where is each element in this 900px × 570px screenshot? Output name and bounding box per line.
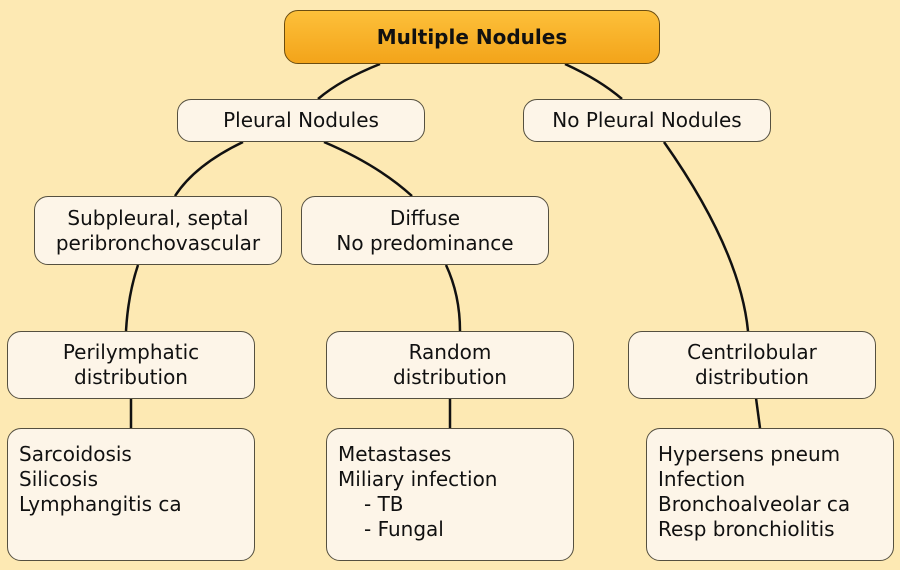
list-item: Infection [658, 467, 746, 491]
list-item: Silicosis [19, 467, 98, 491]
subpleural-line-1: Subpleural, septal [67, 205, 249, 230]
root-node-multiple-nodules: Multiple Nodules [284, 10, 660, 64]
list-item: Bronchoalveolar ca [658, 492, 851, 516]
diffuse-line-1: Diffuse [389, 205, 461, 230]
list-item: Metastases [338, 442, 452, 466]
list-item: Miliary infection [338, 467, 498, 491]
node-random-distribution: Random distribution [326, 331, 574, 399]
perilymphatic-line-2: distribution [74, 365, 188, 389]
list-subitem: - Fungal [364, 517, 444, 541]
list-item: Lymphangitis ca [19, 492, 182, 516]
list-item: Sarcoidosis [19, 442, 132, 466]
list-item: Hypersens pneum [658, 442, 841, 466]
root-label: Multiple Nodules [376, 24, 568, 49]
connector-centrilobular-to-list [754, 397, 762, 429]
diffuse-line-2: No predominance [336, 230, 514, 255]
pleural-label: Pleural Nodules [223, 108, 379, 132]
connector-root-to-pleural [317, 62, 381, 100]
list-centrilobular-differentials: Hypersens pneum Infection Bronchoalveola… [646, 428, 894, 561]
node-no-pleural-nodules: No Pleural Nodules [523, 99, 771, 142]
random-line-2: distribution [393, 365, 507, 389]
connector-pleural-to-diffuse [323, 140, 413, 197]
node-diffuse: Diffuse No predominance [301, 196, 549, 265]
centrilobular-line-1: Centrilobular [687, 340, 817, 364]
node-subpleural-septal: Subpleural, septal peribronchovascular [34, 196, 282, 265]
centrilobular-line-2: distribution [695, 365, 809, 389]
list-perilymphatic-differentials: Sarcoidosis Silicosis Lymphangitis ca [7, 428, 255, 561]
random-line-1: Random [408, 340, 492, 364]
connector-root-to-no-pleural [564, 62, 623, 100]
node-pleural-nodules: Pleural Nodules [177, 99, 425, 142]
connector-subpleural-to-perilymphatic [124, 264, 140, 332]
node-centrilobular-distribution: Centrilobular distribution [628, 331, 876, 399]
connector-diffuse-to-random [444, 264, 462, 332]
list-random-differentials: Metastases Miliary infection - TB - Fung… [326, 428, 574, 561]
node-perilymphatic-distribution: Perilymphatic distribution [7, 331, 255, 399]
connector-no-pleural-to-centrilobular [662, 141, 750, 332]
no-pleural-label: No Pleural Nodules [552, 108, 742, 132]
list-item: Resp bronchiolitis [658, 517, 835, 541]
subpleural-line-2: peribronchovascular [55, 230, 261, 255]
list-subitem: - TB [364, 492, 404, 516]
connector-pleural-to-subpleural [173, 140, 244, 197]
perilymphatic-line-1: Perilymphatic [62, 340, 200, 364]
